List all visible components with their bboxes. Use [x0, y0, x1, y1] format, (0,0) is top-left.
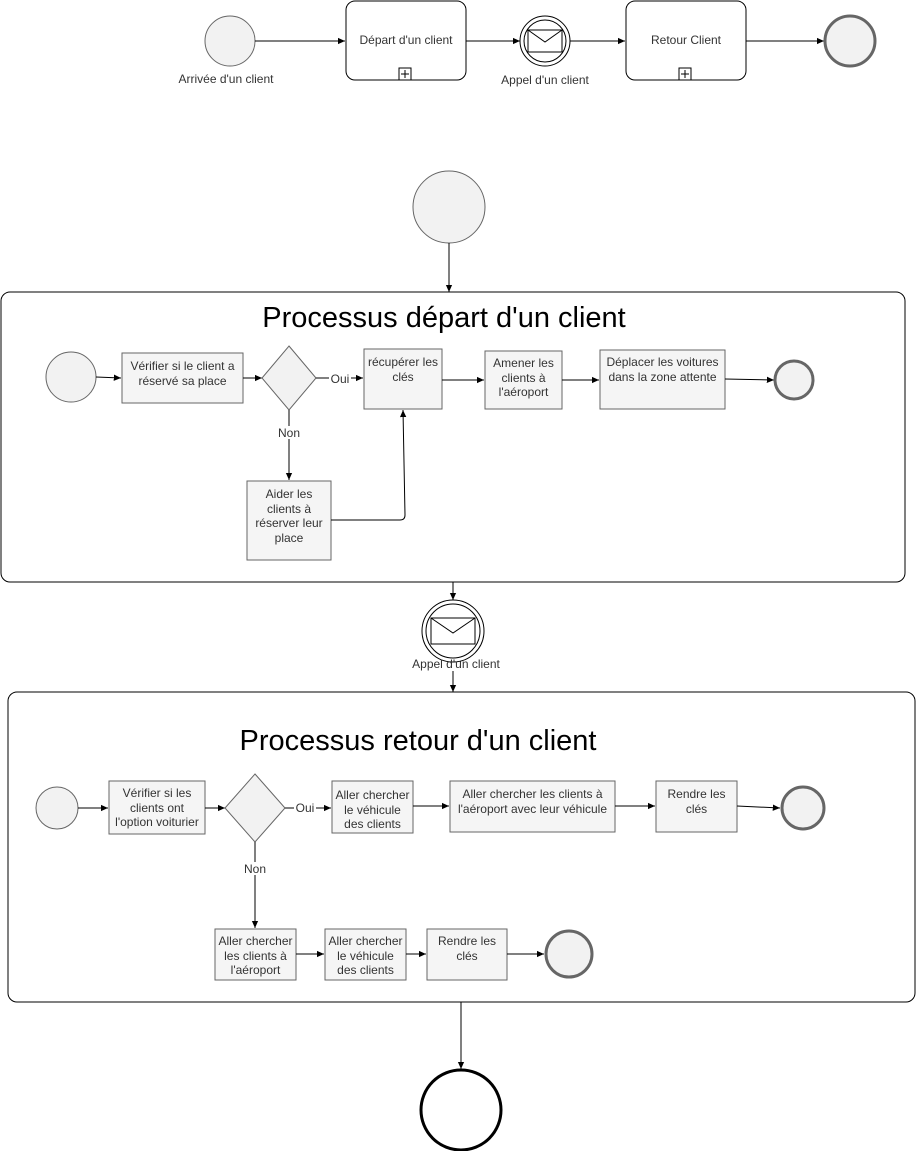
end-event-retour-2: [544, 929, 594, 979]
gateway-depart-non: Non: [278, 426, 300, 440]
task-return-keys-box: [655, 780, 738, 833]
task-return-keys: Rendre les clés: [667, 787, 726, 816]
task-recover-keys: récupérer les clés: [367, 355, 439, 384]
task-bring-clients: Amener les clients à l'aéroport: [493, 356, 554, 399]
message-event-middle-label: Appel d'un client: [412, 657, 500, 671]
task-get-clients-airport: Aller chercher les clients à l'aéroport …: [457, 787, 608, 816]
task-get-vehicle2-box: [324, 928, 407, 981]
task-get-vehicle2: Aller chercher le véhicule des clients: [328, 934, 403, 977]
flow-help-to-keys: [331, 409, 407, 521]
task-recover-keys-box: [363, 348, 443, 410]
task-move-cars: Déplacer les voitures dans la zone atten…: [606, 355, 719, 384]
end-event-depart: [773, 359, 815, 401]
gateway-retour-non: Non: [244, 862, 266, 876]
gateway-retour-oui: Oui: [296, 801, 315, 815]
task-verify-reservation: Vérifier si le client a réservé sa place: [130, 359, 235, 388]
start-event-depart: [45, 351, 97, 403]
start-event-top: [204, 15, 256, 67]
task-get-vehicle: Aller chercher le véhicule des clients: [335, 788, 410, 831]
subprocess-retour-title: Processus retour d'un client: [240, 725, 597, 757]
envelope-icon-middle: [430, 617, 476, 645]
task-verify-valet: Vérifier si les clients ont l'option voi…: [115, 786, 199, 829]
gateway-depart-oui: Oui: [331, 372, 350, 386]
end-event-top: [823, 14, 877, 68]
task-top-retour-label: Retour Client: [650, 33, 722, 48]
subprocess-depart-title: Processus départ d'un client: [262, 302, 625, 334]
start-event-retour: [35, 786, 79, 830]
end-event-final: [419, 1068, 503, 1151]
task-top-depart-label: Départ d'un client: [359, 33, 453, 48]
task-get-clients-airport-box: [449, 780, 616, 833]
task-help-reserve: Aider les clients à réserver leur place: [255, 487, 323, 545]
end-event-retour-1: [780, 785, 826, 831]
subprocess-depart: [0, 291, 906, 583]
task-bring-clients-box: [484, 350, 563, 410]
task-get-clients: Aller chercher les clients à l'aéroport: [218, 934, 293, 977]
task-verify-valet-box: [108, 780, 206, 835]
task-verify-reservation-box: [121, 352, 244, 404]
message-event-top-label: Appel d'un client: [501, 73, 589, 87]
start-event-top-label: Arrivée d'un client: [178, 72, 274, 86]
task-return-keys2: Rendre les clés: [437, 934, 497, 963]
start-event-depart-pool: [412, 170, 486, 244]
task-get-vehicle-box: [331, 780, 414, 834]
task-help-reserve-box: [246, 480, 332, 561]
